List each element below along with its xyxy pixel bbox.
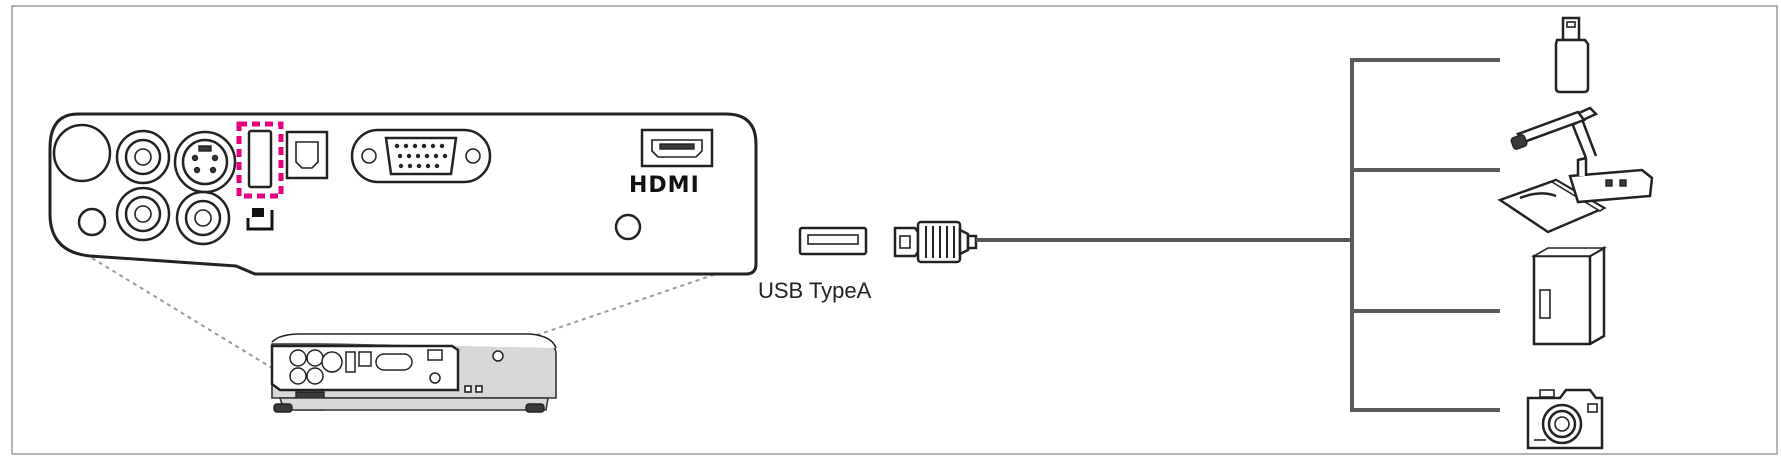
- hard-drive-icon: [1530, 245, 1608, 346]
- document-camera-icon: [1497, 106, 1654, 234]
- rear-vent-circle: [52, 123, 112, 183]
- projector-icon: [270, 333, 557, 413]
- usb-type-a-port-slot: [247, 129, 273, 189]
- rear-screw-hole: [77, 207, 107, 237]
- digital-camera-icon: [1526, 388, 1604, 450]
- rca-jack-bottom-left: [115, 186, 171, 242]
- zoom-guide-left: [91, 257, 273, 369]
- hdmi-logo: HDMI: [629, 173, 700, 198]
- usb-port-highlight: [236, 121, 284, 199]
- diagram-frame: [11, 5, 1778, 455]
- projector-rear-panel: HDMI: [48, 112, 758, 276]
- usb-port-icon: [798, 226, 868, 256]
- hdmi-port: [640, 128, 714, 168]
- rear-screw-hole-right: [614, 213, 642, 241]
- rca-jack-bottom-right: [175, 190, 231, 246]
- usb-plug-icon: [893, 220, 978, 264]
- vga-port: [350, 128, 492, 184]
- usb-type-a-symbol-icon: [246, 208, 274, 231]
- usb-type-b-port: [285, 130, 329, 180]
- rca-jack-top: [115, 129, 171, 185]
- device-branch-lines: [1350, 58, 1500, 412]
- usb-flash-drive-icon: [1554, 16, 1590, 94]
- s-video-port: [173, 130, 237, 194]
- usb-type-a-label: USB TypeA: [758, 278, 872, 303]
